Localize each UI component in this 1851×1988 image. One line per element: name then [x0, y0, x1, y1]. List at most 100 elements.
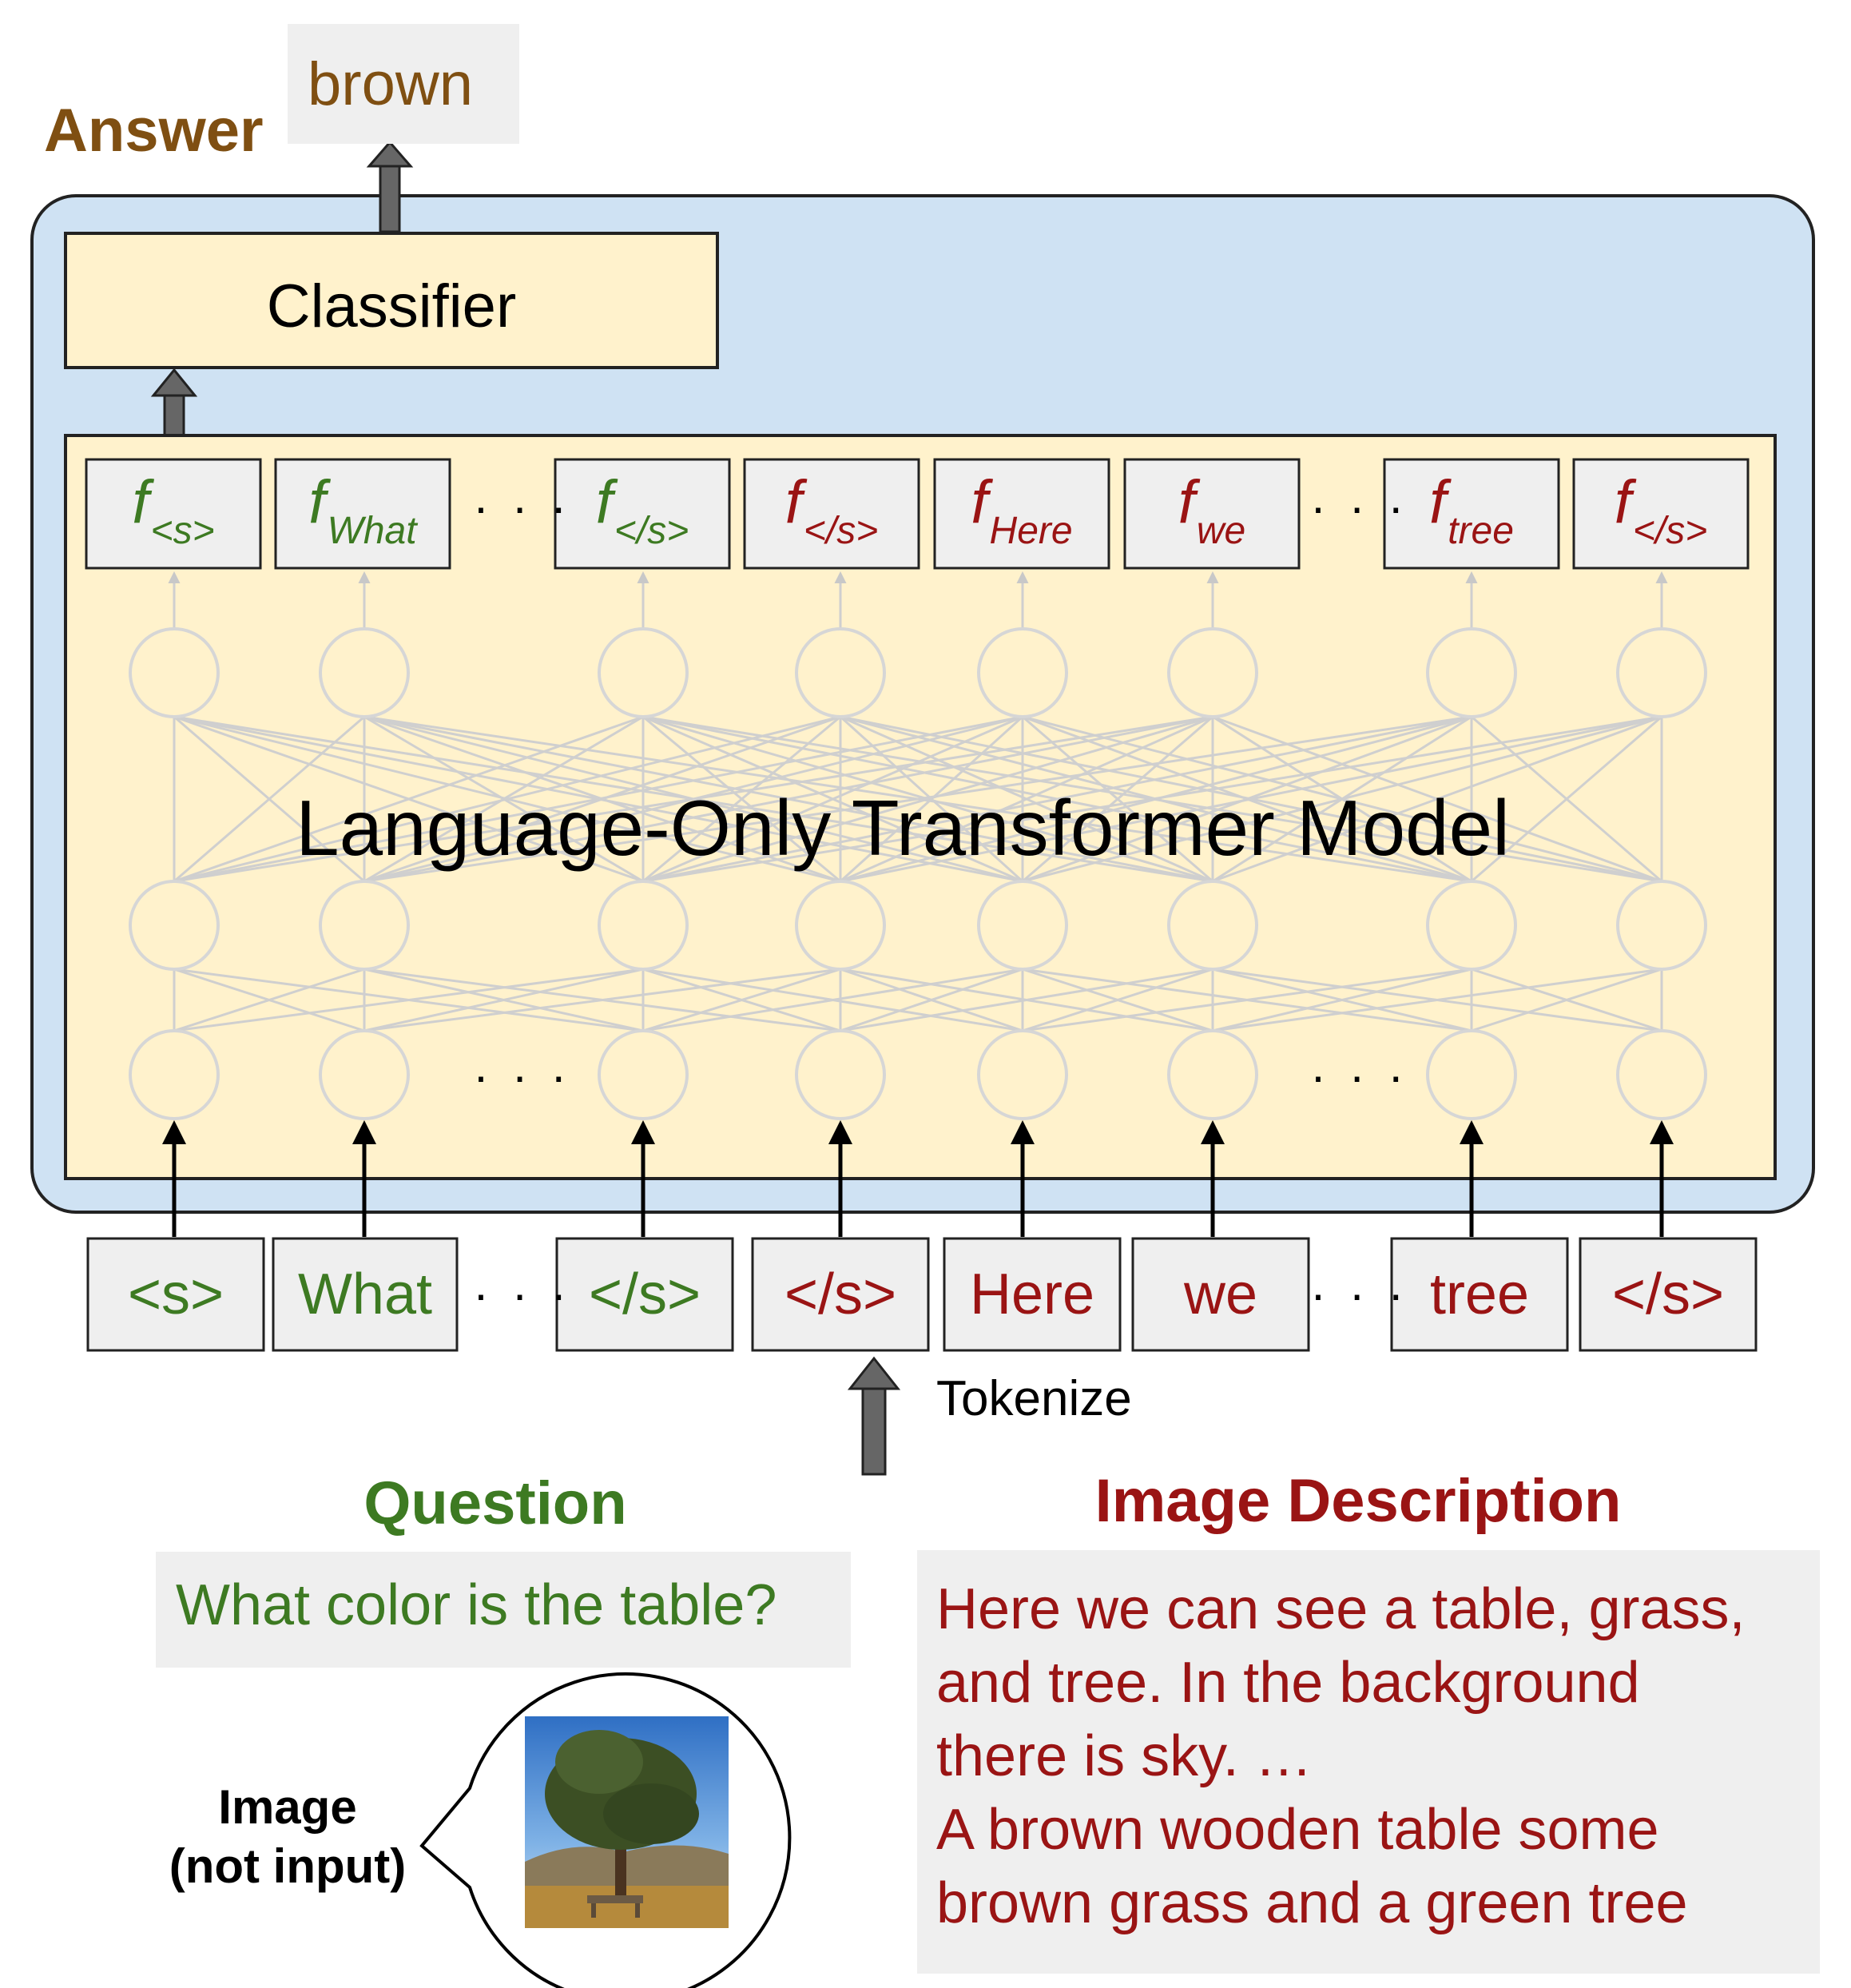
- network-edge: [840, 715, 1662, 883]
- classifier-box: [64, 232, 719, 369]
- feature-symbol: f: [595, 468, 613, 536]
- network-edge: [1212, 968, 1662, 1032]
- description-text: Here we can see a table, grass, and tree…: [936, 1573, 1815, 1940]
- network-edge: [1212, 968, 1472, 1032]
- token-box: [751, 1237, 930, 1352]
- network-node: [977, 627, 1068, 718]
- network-node: [977, 1029, 1068, 1120]
- token-label: we: [1183, 1262, 1258, 1326]
- image-caption: Image (not input): [136, 1778, 439, 1896]
- network-node: [795, 1029, 886, 1120]
- feature-symbol: f: [971, 468, 988, 536]
- question-label: Question: [363, 1469, 627, 1537]
- token-boxes: [86, 1237, 1758, 1352]
- network-edge: [840, 968, 1213, 1032]
- feature-box: [743, 458, 920, 570]
- description-line: and tree. In the background: [936, 1651, 1640, 1715]
- description-label: Image Description: [1094, 1467, 1622, 1535]
- feature-box: [554, 458, 731, 570]
- network-node: [795, 627, 886, 718]
- ellipsis: · · ·: [473, 1049, 572, 1103]
- ellipsis: · · ·: [473, 480, 572, 534]
- feature-subscript: What: [327, 510, 417, 552]
- network-node: [1167, 627, 1258, 718]
- feature-symbol: f: [308, 468, 326, 536]
- token-label: <s>: [127, 1262, 224, 1326]
- feature-box: [933, 458, 1110, 570]
- network-edge: [363, 715, 1472, 883]
- network-node: [977, 880, 1068, 971]
- network-edge: [642, 715, 1472, 883]
- description-box: [917, 1550, 1820, 1974]
- image-caption-line: (not input): [169, 1839, 407, 1893]
- token-label: tree: [1429, 1262, 1530, 1326]
- answer-arrow: [366, 140, 414, 233]
- feature-label: ftree: [1384, 459, 1559, 568]
- network-edge: [363, 715, 1213, 883]
- network-node: [1167, 1029, 1258, 1120]
- feature-subscript: tree: [1448, 510, 1514, 552]
- network-connections: [168, 571, 1668, 1032]
- network-edge: [173, 715, 365, 883]
- network-edge: [173, 715, 1213, 883]
- feature-symbol: f: [1429, 468, 1447, 536]
- token-label: </s>: [1611, 1262, 1725, 1326]
- feature-subscript: </s>: [614, 510, 689, 552]
- tokenize-arrow: [847, 1356, 901, 1476]
- tree-photo: [525, 1716, 729, 1928]
- feature-symbol: f: [132, 468, 149, 536]
- network-edge: [173, 715, 841, 883]
- network-node: [1426, 880, 1517, 971]
- ellipsis: · · ·: [473, 1267, 572, 1321]
- ellipsis: · · ·: [1310, 480, 1409, 534]
- image-caption-line: Image: [218, 1780, 357, 1834]
- network-node: [1426, 1029, 1517, 1120]
- token-label: </s>: [784, 1262, 897, 1326]
- feature-box: [1123, 458, 1301, 570]
- network-edge: [642, 968, 1023, 1032]
- network-node: [1426, 627, 1517, 718]
- network-node: [129, 880, 220, 971]
- feature-subscript: </s>: [803, 510, 879, 552]
- token-label: What: [297, 1262, 433, 1326]
- network-edge: [1022, 715, 1213, 883]
- network-edge: [1022, 968, 1472, 1032]
- feature-label: fwe: [1125, 459, 1299, 568]
- network-edge: [173, 968, 644, 1032]
- token-arrows: [162, 1120, 1674, 1237]
- answer-value: brown: [308, 50, 473, 118]
- network-edge: [1471, 715, 1662, 883]
- token-box: [943, 1237, 1122, 1352]
- network-node: [319, 627, 410, 718]
- network-edge: [840, 715, 1213, 883]
- feature-label: f</s>: [555, 459, 729, 568]
- feature-boxes: [85, 458, 1750, 570]
- token-box: [1390, 1237, 1569, 1352]
- description-line: brown grass and a green tree: [936, 1871, 1688, 1935]
- network-nodes: [129, 627, 1707, 1120]
- network-edge: [1471, 968, 1662, 1032]
- classifier-label: Classifier: [266, 272, 517, 340]
- network-edge: [363, 968, 644, 1032]
- ellipsis: · · ·: [1310, 1049, 1409, 1103]
- description-line: there is sky. …: [936, 1724, 1313, 1788]
- network-edge: [642, 968, 841, 1032]
- answer-label: Answer: [44, 97, 264, 165]
- feature-box: [1383, 458, 1560, 570]
- description-line: Here we can see a table, grass,: [936, 1577, 1746, 1641]
- network-node: [129, 1029, 220, 1120]
- feature-label: fWhat: [276, 459, 450, 568]
- token-box: [1131, 1237, 1310, 1352]
- feature-label: fHere: [935, 459, 1109, 568]
- feature-subscript: Here: [989, 510, 1073, 552]
- feature-label: f</s>: [745, 459, 919, 568]
- network-node: [319, 880, 410, 971]
- network-edge: [1212, 715, 1662, 883]
- question-box: [156, 1552, 851, 1668]
- network-node: [319, 1029, 410, 1120]
- token-box: [86, 1237, 265, 1352]
- feature-subscript: </s>: [1632, 510, 1708, 552]
- network-edge: [1022, 968, 1213, 1032]
- feature-label: f</s>: [1574, 459, 1748, 568]
